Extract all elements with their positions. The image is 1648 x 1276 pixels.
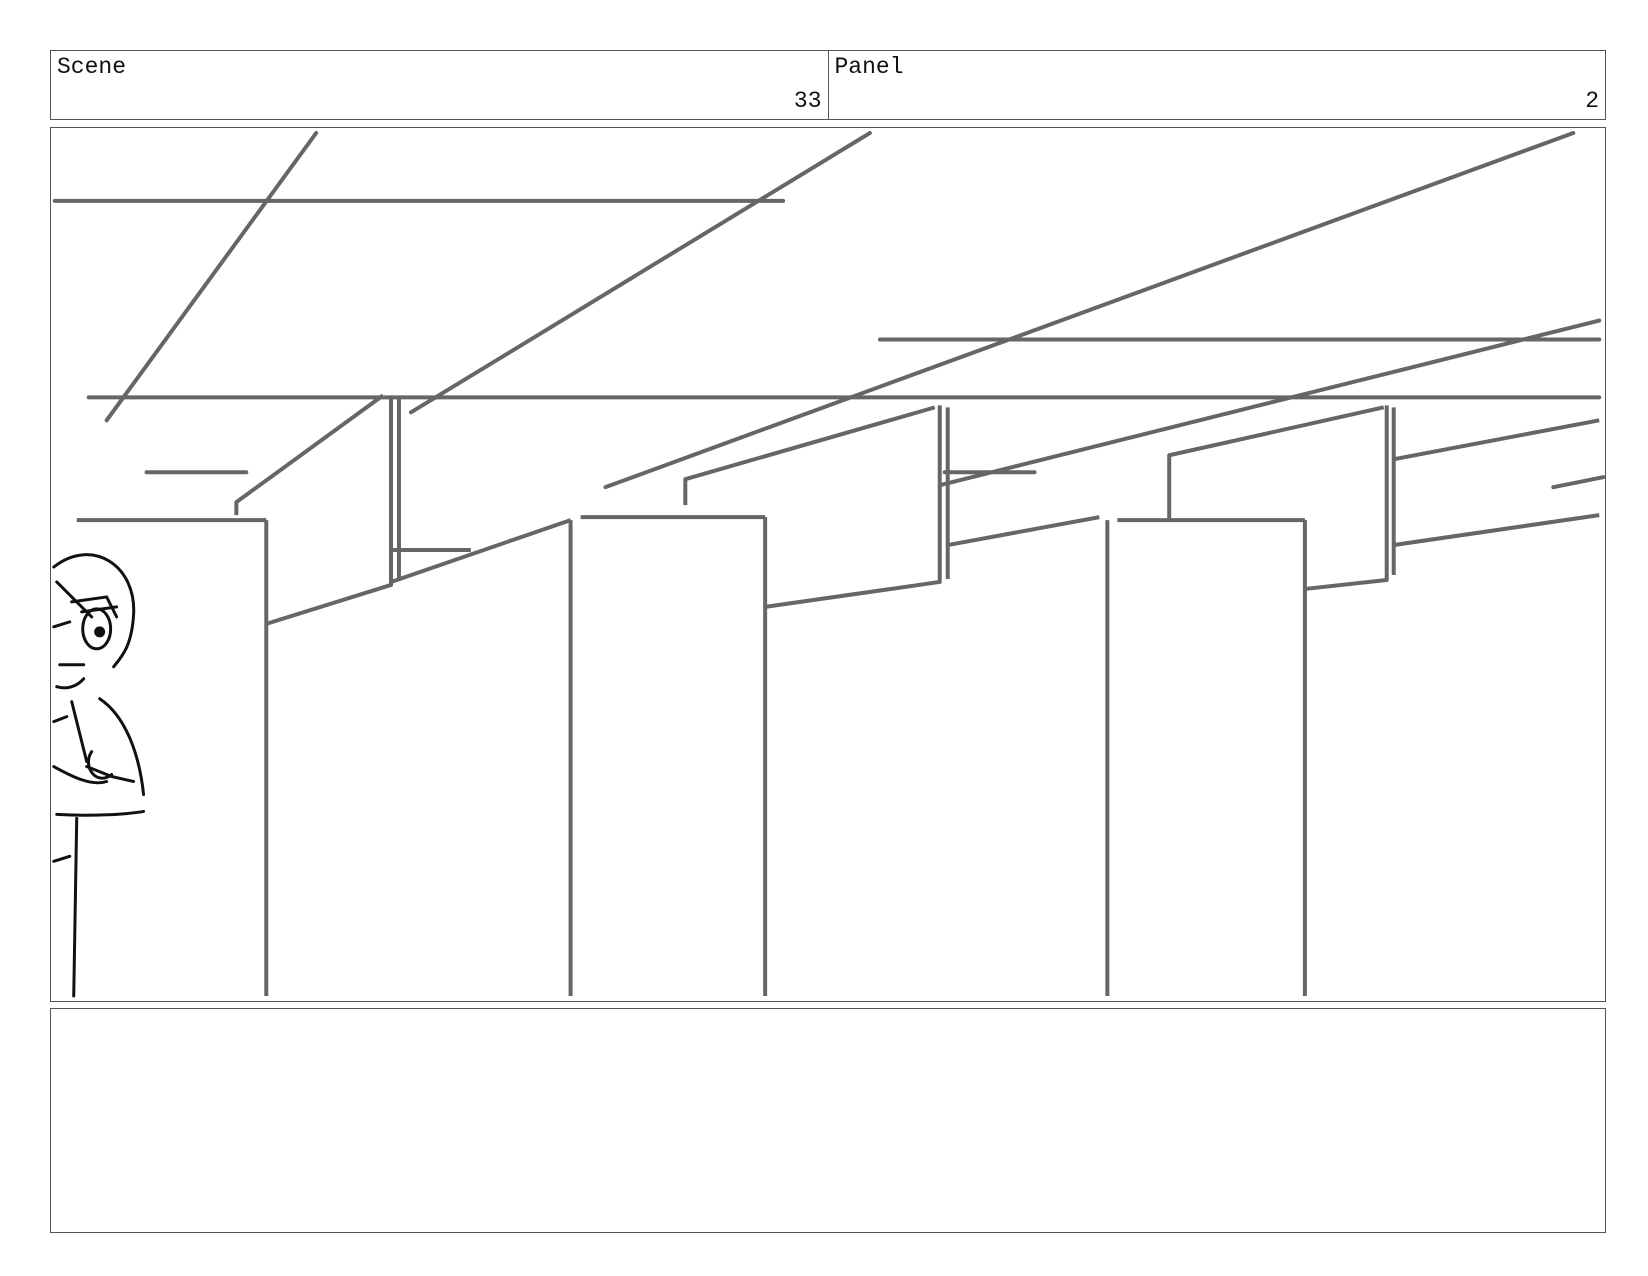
scene-number: 33: [793, 88, 822, 114]
sketch-illustration: [52, 130, 1605, 998]
partition-3: [1105, 405, 1600, 997]
panel-number: 2: [1585, 88, 1599, 114]
storyboard-panel-drawing: [50, 127, 1606, 1002]
panel-cell: Panel 2: [827, 51, 1606, 119]
partition-2: [568, 405, 1100, 997]
ceiling-lines: [52, 130, 1605, 490]
partition-1: [76, 393, 572, 997]
character-sketch: [52, 553, 146, 998]
scene-cell: Scene 33: [51, 51, 828, 119]
panel-label: Panel: [834, 54, 904, 80]
storyboard-header: Scene 33 Panel 2: [50, 50, 1606, 120]
scene-label: Scene: [57, 54, 127, 80]
panel-notes-box: [50, 1008, 1606, 1233]
